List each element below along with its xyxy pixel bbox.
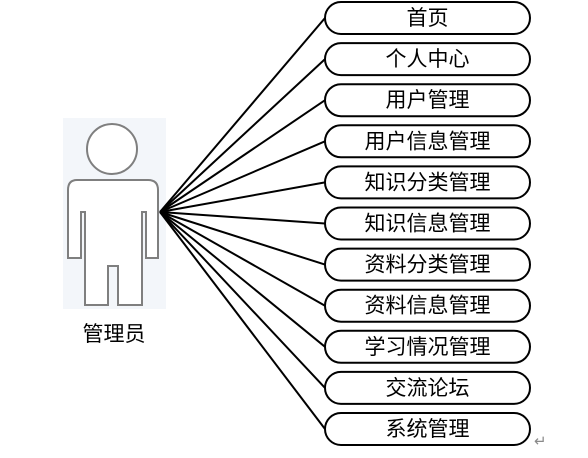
use-case-item: 交流论坛 [324,370,531,405]
use-case-label: 学习情况管理 [365,335,491,359]
use-case-item: 知识信息管理 [324,206,531,241]
use-case-item: 首页 [324,1,531,35]
actor-label: 管理员 [83,322,146,346]
use-case-label: 系统管理 [386,417,470,441]
use-case-label: 知识信息管理 [365,212,491,236]
use-case-list: 首页个人中心用户管理用户信息管理知识分类管理知识信息管理资料分类管理资料信息管理… [324,1,531,446]
actor-body [67,179,159,306]
use-case-label: 知识分类管理 [365,170,491,194]
association-line [159,181,326,213]
association-line [159,211,326,225]
use-case-item: 用户信息管理 [324,124,531,159]
use-case-box [324,42,531,77]
association-line [159,99,326,213]
use-case-item: 个人中心 [324,42,531,77]
use-case-label: 首页 [407,6,449,30]
use-case-item: 资料信息管理 [324,288,531,323]
association-line [159,211,326,307]
use-case-label: 个人中心 [386,47,470,71]
use-case-item: 学习情况管理 [324,329,531,364]
use-case-box [324,247,531,282]
use-case-box [324,124,531,159]
association-line [159,211,326,430]
actor-figure: 管理员 [63,118,166,346]
use-case-box [324,165,531,200]
use-case-label: 用户信息管理 [365,129,491,153]
association-line [159,58,326,213]
use-case-label: 交流论坛 [386,376,470,400]
use-case-item: 用户管理 [324,83,531,118]
association-line [159,140,326,213]
use-case-box [324,412,531,446]
use-case-item: 资料分类管理 [324,247,531,282]
use-case-label: 资料分类管理 [365,253,491,277]
use-case-box [324,329,531,364]
use-case-item: 知识分类管理 [324,165,531,200]
use-case-box [324,370,531,405]
person-icon [67,123,159,306]
association-line [159,17,326,213]
association-lines [159,17,326,430]
use-case-box [324,206,531,241]
use-case-box [324,1,531,35]
use-case-label: 资料信息管理 [365,294,491,318]
paragraph-mark-icon: ↵ [534,432,547,450]
use-case-box [324,83,531,118]
actor-head [86,123,138,175]
use-case-label: 用户管理 [386,88,470,112]
association-line [159,211,326,266]
use-case-box [324,288,531,323]
use-case-item: 系统管理 [324,412,531,446]
association-line [159,211,326,348]
association-line [159,211,326,389]
